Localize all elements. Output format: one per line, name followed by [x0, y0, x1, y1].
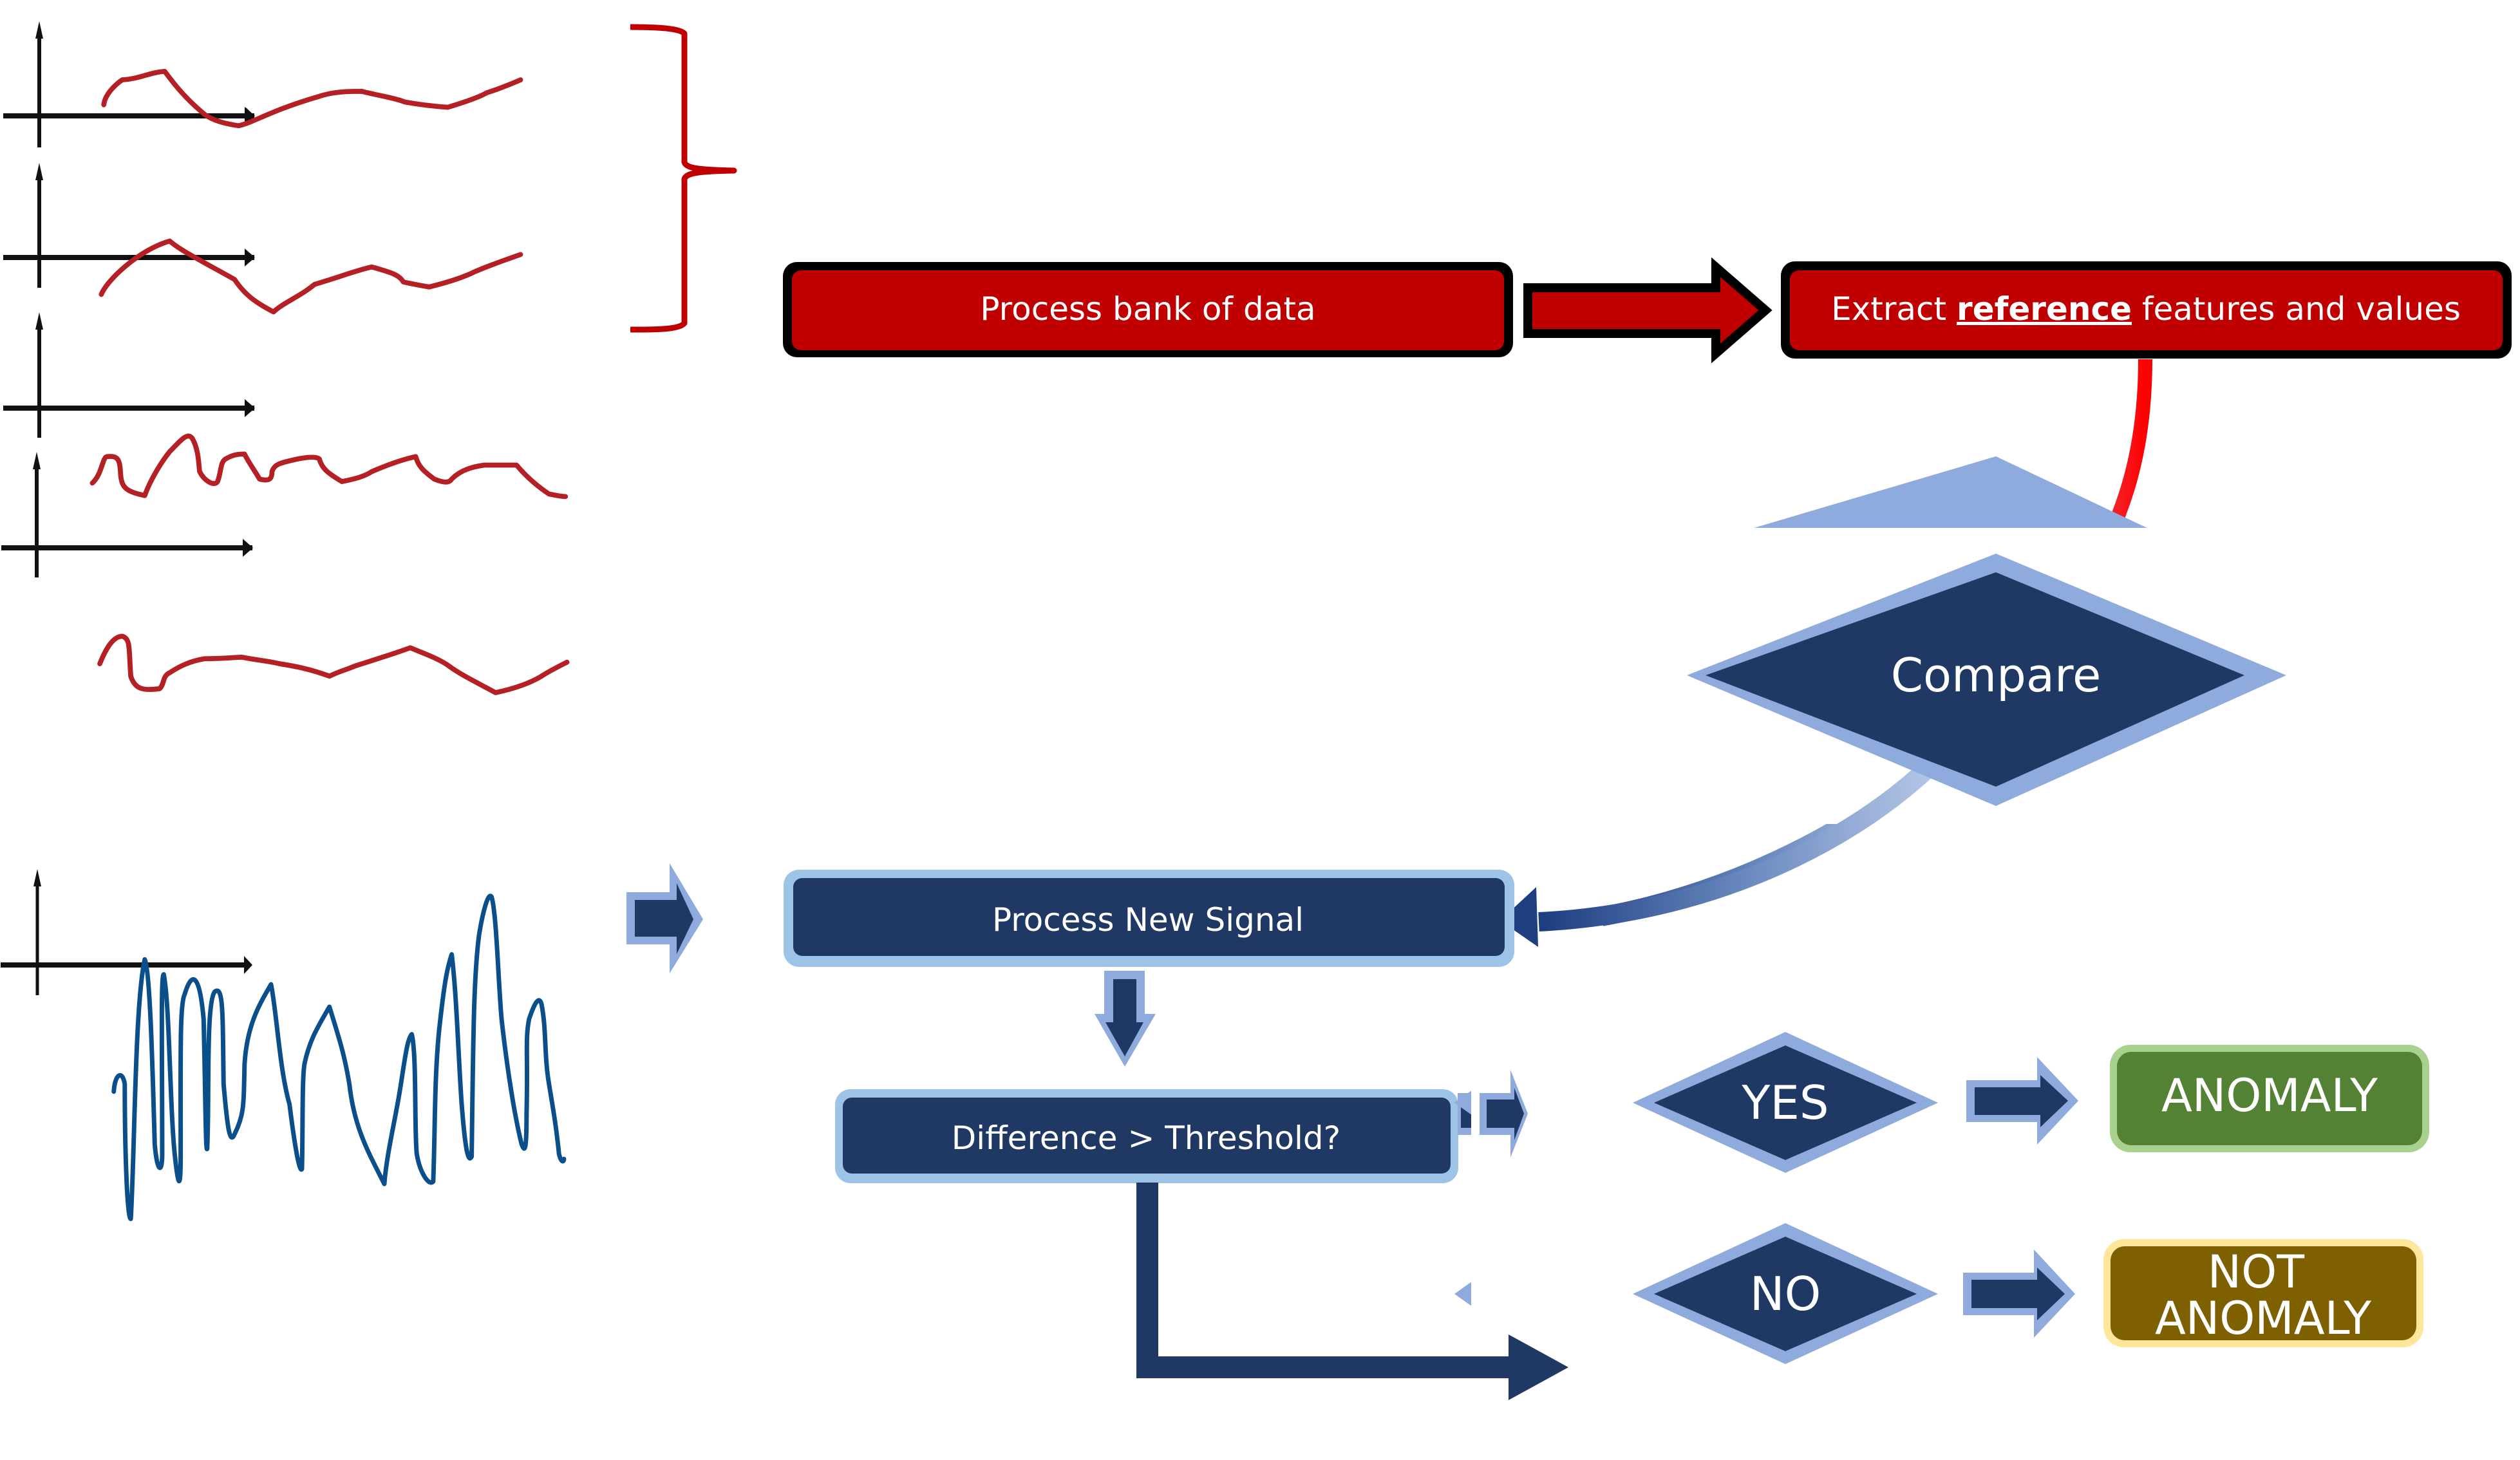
reference-plot-4 — [1, 452, 253, 577]
no-label: NO — [1750, 1267, 1821, 1321]
yes-label: YES — [1741, 1076, 1829, 1130]
arrow-down-to-difference — [1095, 971, 1156, 1067]
y-axis-arrow — [35, 163, 43, 180]
reference-plot-1 — [3, 21, 255, 147]
difference-label: Difference > Threshold? — [952, 1119, 1340, 1157]
process-new-fill — [793, 878, 1505, 956]
process-new-signal-node[interactable]: Process New Signal — [784, 870, 1514, 967]
y-axis-arrow — [33, 869, 41, 886]
reference-trace-2 — [99, 238, 523, 315]
x-axis-arrow — [245, 399, 255, 417]
extract-reference-node[interactable]: Extract reference features and values — [1781, 261, 2512, 359]
yes-diamond-inner — [1654, 1045, 1917, 1160]
compare-diamond[interactable]: Compare — [1687, 554, 2286, 806]
not-anomaly-fill — [2111, 1246, 2416, 1340]
anomaly-node[interactable]: ANOMALY — [2110, 1045, 2429, 1152]
not-anomaly-line1: NOT — [2208, 1246, 2304, 1298]
x-axis-arrow — [243, 539, 253, 557]
reference-plot-3 — [3, 312, 255, 438]
y-axis-arrow — [35, 21, 43, 39]
reference-plot-2 — [3, 163, 255, 288]
grouping-brace — [630, 24, 737, 333]
process-bank-label: Process bank of data — [980, 290, 1315, 328]
y-axis-arrow — [33, 452, 41, 469]
difference-node[interactable]: Difference > Threshold? — [835, 1089, 1458, 1183]
difference-fill — [843, 1098, 1451, 1174]
arrow-to-extract — [1523, 257, 1772, 364]
new-signal-trace — [111, 894, 567, 1221]
anomaly-fill — [2117, 1052, 2422, 1145]
compare-label: Compare — [1891, 648, 2102, 702]
arrow-to-process-new — [626, 863, 703, 973]
x-axis-arrow — [245, 107, 255, 125]
x-axis-arrow — [245, 248, 255, 267]
reference-trace-3 — [89, 433, 569, 500]
new-signal-path — [111, 894, 567, 1221]
reference-traces — [89, 68, 570, 695]
anomaly-label: ANOMALY — [2161, 1069, 2378, 1122]
process-bank-node[interactable]: Process bank of data — [783, 262, 1513, 357]
y-axis-arrow — [35, 312, 43, 330]
arrow-to-anomaly — [1966, 1057, 2078, 1145]
not-anomaly-node[interactable]: NOT ANOMALY — [2103, 1239, 2423, 1347]
arrow-to-not-anomaly — [1963, 1249, 2075, 1338]
not-anomaly-line2: ANOMALY — [2155, 1292, 2371, 1345]
extract-reference-label: Extract reference features and values — [1831, 290, 2461, 328]
compare-to-new-connector — [1538, 759, 1937, 931]
compare-to-new-arrowhead — [1500, 887, 1538, 947]
elbow-arrow-to-no — [1136, 1183, 1568, 1400]
reference-trace-1 — [101, 68, 523, 129]
compare-diamond-fill — [1706, 572, 2244, 787]
new-signal-plot — [1, 869, 567, 1221]
x-axis-arrow — [244, 956, 252, 974]
arrow-to-yes — [1480, 1070, 1528, 1157]
reference-emphasis: reference — [1957, 290, 2132, 328]
reference-signal-bank — [1, 21, 570, 695]
process-new-label: Process New Signal — [992, 901, 1304, 939]
not-anomaly-label: NOT ANOMALY — [2155, 1246, 2371, 1345]
reference-trace-4 — [97, 633, 570, 695]
yes-diamond-node[interactable]: YES — [1633, 1032, 1938, 1173]
no-diamond-node[interactable]: NO — [1633, 1223, 1938, 1364]
no-diamond-inner — [1654, 1237, 1917, 1351]
